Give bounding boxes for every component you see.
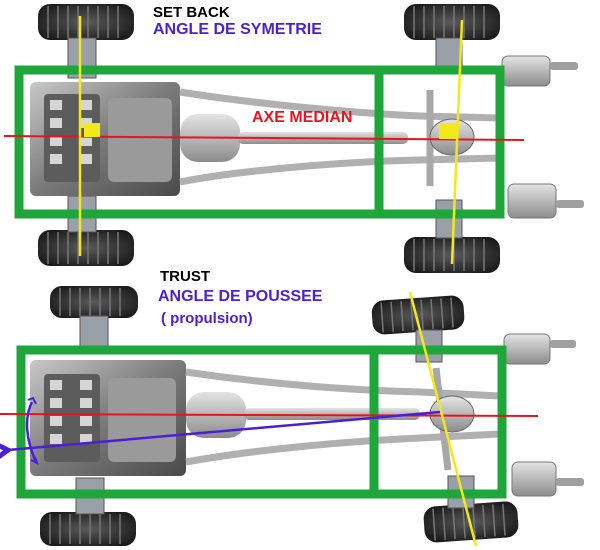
bottom-chassis bbox=[0, 286, 584, 547]
symmetry-angle-label: ANGLE DE SYMETRIE bbox=[153, 21, 322, 38]
thrust-label: TRUST bbox=[160, 268, 210, 285]
top-chassis bbox=[3, 4, 584, 273]
chassis-frame bbox=[14, 65, 505, 219]
engine-block-icon bbox=[30, 82, 240, 196]
set-back-label: SET BACK bbox=[153, 4, 230, 21]
tire-icon bbox=[38, 4, 134, 40]
exhaust-muffler-icon bbox=[501, 55, 578, 87]
tire-icon bbox=[40, 512, 136, 546]
tire-icon bbox=[38, 230, 134, 266]
exhaust-muffler-icon bbox=[507, 183, 584, 219]
exhaust-muffler-icon bbox=[511, 461, 584, 497]
rear-axle-line bbox=[450, 19, 464, 265]
rear-axle-line bbox=[408, 291, 478, 547]
front-setback-marker bbox=[84, 123, 100, 137]
median-axis-line bbox=[0, 413, 539, 417]
tire-icon bbox=[50, 286, 138, 318]
thrust-line-arrow bbox=[0, 410, 441, 470]
exhaust-muffler-icon bbox=[503, 333, 576, 365]
thrust-angle-arc bbox=[25, 401, 38, 463]
tire-icon bbox=[404, 4, 500, 40]
rear-setback-marker bbox=[439, 123, 457, 139]
propulsion-label: ( propulsion) bbox=[161, 310, 253, 327]
tire-icon bbox=[371, 295, 465, 335]
median-axis-label: AXE MEDIAN bbox=[252, 109, 353, 126]
engine-block-icon bbox=[30, 360, 246, 476]
chassis-frame bbox=[16, 345, 507, 499]
thrust-angle-label: ANGLE DE POUSSEE bbox=[158, 288, 323, 305]
